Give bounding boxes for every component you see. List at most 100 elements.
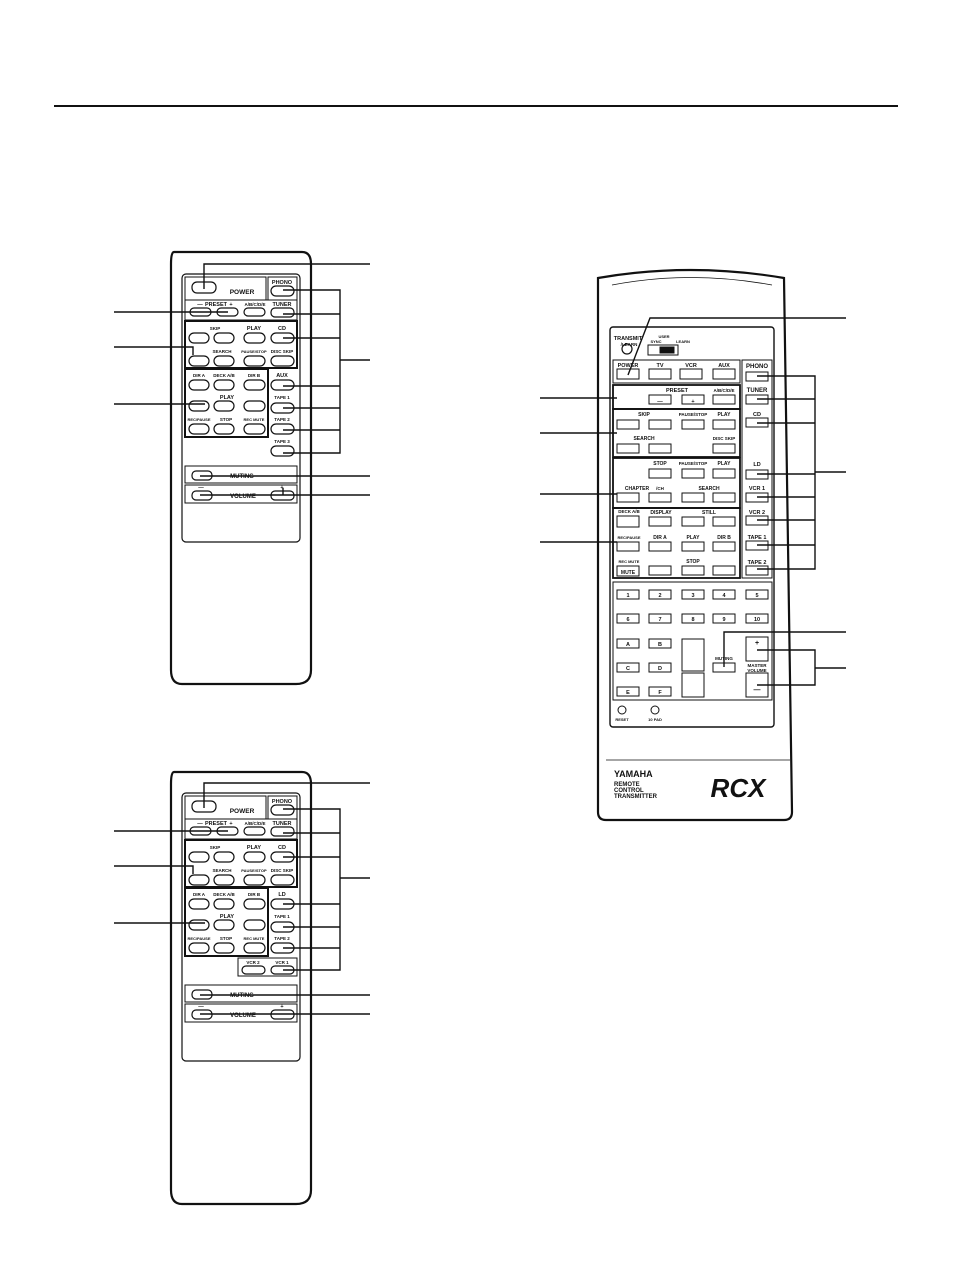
remote-b-phono-label: PHONO <box>272 799 293 805</box>
rcx-letter-a: A <box>626 642 630 648</box>
remote-a-volume-minus: — <box>198 485 204 491</box>
remote-a-aux-label: AUX <box>276 373 288 379</box>
rcx-user-label: USER <box>658 334 669 339</box>
rcx-line2: CONTROL <box>614 788 644 794</box>
remote-b-ld-label: LD <box>278 892 285 898</box>
rcx-display-label: DISPLAY <box>650 510 672 516</box>
rcx-recmute-label: REC MUTE <box>619 559 640 564</box>
rcx-letter-e: E <box>626 690 630 696</box>
remote-a-dirb-label: DIR B <box>248 373 261 378</box>
rcx-tv-label: TV <box>656 363 663 369</box>
rcx-reset-label: RESET <box>615 717 629 722</box>
rcx-vcr1-label: VCR 1 <box>749 486 765 492</box>
rcx-letter-c: C <box>626 666 630 672</box>
rcx-num-2: 2 <box>658 593 661 599</box>
rcx-power-label: POWER <box>618 363 639 369</box>
remote-b-dira-label: DIR A <box>193 892 206 897</box>
remote-a-phono-label: PHONO <box>272 280 293 286</box>
rcx-num-10: 10 <box>754 617 760 623</box>
rcx-pausestop-label: PAUSE/STOP <box>679 412 708 417</box>
rcx-preset-label: PRESET <box>666 388 689 394</box>
rcx-letter-d: D <box>658 666 662 672</box>
rcx-ch-label: /CH <box>656 486 664 491</box>
rcx-vcr2-label: VCR 2 <box>749 510 765 516</box>
rcx-tuner-label: TUNER <box>747 388 768 394</box>
remote-b-recmute-label: REC MUTE <box>244 936 265 941</box>
remote-a-discskip-label: DISC SKIP <box>271 349 294 354</box>
remote-a-labels: POWER PHONO — PRESET + A/B/C/D/E TUNER S… <box>187 280 293 500</box>
rcx-discskip-label: DISC SKIP <box>713 436 736 441</box>
remote-b-pausestop-label: PAUSE/STOP <box>241 868 267 873</box>
rcx-num-5: 5 <box>755 593 758 599</box>
rcx-volume-minus: — <box>754 687 761 694</box>
rcx-pausestop2-label: PAUSE/STOP <box>679 461 708 466</box>
remote-b-tape2-label: TAPE 2 <box>274 936 290 941</box>
rcx-mute-label: MUTE <box>621 570 636 576</box>
remote-a-stop-label: STOP <box>220 417 232 422</box>
rcx-letter-f: F <box>658 690 662 696</box>
remote-a-pausestop-label: PAUSE/STOP <box>241 349 267 354</box>
rcx-preset-minus: — <box>657 399 663 405</box>
remote-b-vcr1-label: VCR 1 <box>275 960 289 965</box>
remote-a-tape3-label: TAPE 3 <box>274 439 290 444</box>
remote-a-deckab-label: DECK A/B <box>213 373 235 378</box>
remote-b-volume-plus: + <box>280 1004 283 1010</box>
remote-a-tape1-label: TAPE 1 <box>274 395 290 400</box>
rcx-num-6: 6 <box>626 617 629 623</box>
remote-b-deckab-label: DECK A/B <box>213 892 235 897</box>
rcx-play-label: PLAY <box>718 412 732 418</box>
rcx-num-1: 1 <box>626 593 629 599</box>
remote-b-play-label: PLAY <box>247 845 261 851</box>
remote-b-labels: POWER PHONO — PRESET + A/B/C/D/E TUNER S… <box>187 799 293 1019</box>
rcx-num-4: 4 <box>722 593 726 599</box>
remote-a-recpause-label: REC/PAUSE <box>187 417 210 422</box>
rcx-logo: RCX <box>711 773 768 803</box>
rcx-aux-label: AUX <box>718 363 730 369</box>
remote-a-callouts <box>114 263 370 496</box>
rcx-stop-label: STOP <box>653 461 667 467</box>
rcx-master-label: MASTER <box>748 663 768 668</box>
rcx-volume-plus: + <box>755 640 759 647</box>
remote-a-preset-plus: + <box>229 302 232 308</box>
remote-a-play2-label: PLAY <box>220 395 234 401</box>
remote-a-volume-label: VOLUME <box>230 494 256 500</box>
remote-b-discskip-label: DISC SKIP <box>271 868 294 873</box>
remote-a-preset-minus: — <box>197 302 203 308</box>
remote-b-preset-label: PRESET <box>205 821 228 827</box>
remote-a-muting-label: MUTING <box>230 474 254 480</box>
rcx-num-8: 8 <box>691 617 694 623</box>
rcx-letter-b: B <box>658 642 662 648</box>
remote-a-play-label: PLAY <box>247 326 261 332</box>
rcx-learn-label: /LEARN <box>621 342 638 347</box>
remote-b-tape1-label: TAPE 1 <box>274 914 290 919</box>
remote-b-cd-label: CD <box>278 845 286 851</box>
rcx-preset-plus: + <box>691 399 694 405</box>
remote-a-cd-label: CD <box>278 326 286 332</box>
remote-a-volume-plus: + <box>280 485 283 491</box>
rcx-num-3: 3 <box>691 593 694 599</box>
rcx-tenpad-label: 10 PAD <box>648 717 662 722</box>
remote-b-volume-label: VOLUME <box>230 1013 256 1019</box>
rcx-line3: TRANSMITTER <box>614 794 658 800</box>
rcx-play2-label: PLAY <box>718 461 732 467</box>
rcx-sync-label: SYNC <box>650 339 661 344</box>
rcx-chapter-label: CHAPTER <box>625 486 650 492</box>
rcx-labels: TRANSMIT /LEARN SYNC USER LEARN POWER TV… <box>614 334 769 803</box>
rcx-num-7: 7 <box>658 617 661 623</box>
rcx-phono-label: PHONO <box>746 364 768 370</box>
remote-a-recmute-label: REC MUTE <box>244 417 265 422</box>
remote-b-recpause-label: REC/PAUSE <box>187 936 210 941</box>
remote-b <box>169 770 313 1206</box>
remote-a-search-label: SEARCH <box>212 349 231 354</box>
remote-a-skip-label: SKIP <box>210 326 221 331</box>
remote-b-preset-minus: — <box>197 821 203 827</box>
rcx-dirb-label: DIR B <box>717 535 731 541</box>
rcx-still-label: STILL <box>702 510 716 516</box>
remote-b-callouts <box>114 782 370 1015</box>
rcx-skip-label: SKIP <box>638 412 650 418</box>
remote-b-search-label: SEARCH <box>212 868 231 873</box>
remote-b-abcde-label: A/B/C/D/E <box>244 821 265 826</box>
rcx-line1: REMOTE <box>614 782 640 788</box>
rcx-brand: YAMAHA <box>614 769 653 779</box>
